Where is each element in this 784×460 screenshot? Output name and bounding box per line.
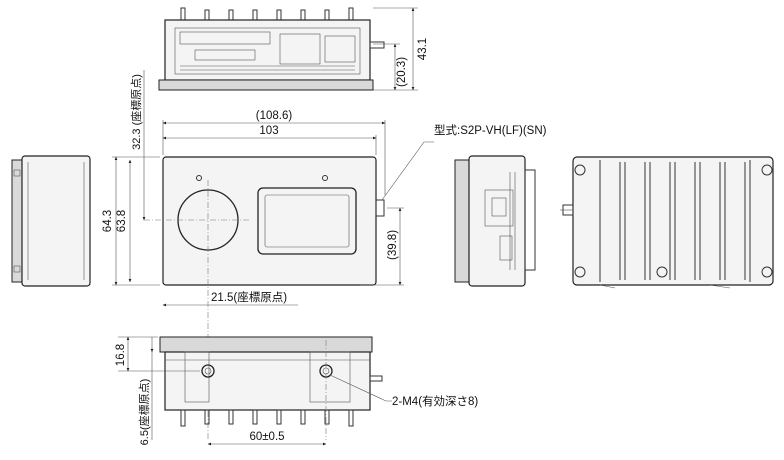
front-view: (108.6) 103 64.3 63.8 32.3 (座標原点) (39.8)…: [102, 70, 547, 440]
dim-20-3: (20.3): [396, 57, 408, 87]
screw-left: [196, 175, 202, 181]
dim-108-6: (108.6): [256, 110, 293, 122]
callout-mount-holes: 2-M4(有効深さ8): [392, 394, 478, 408]
dim-103: 103: [259, 125, 278, 137]
callout-connector-model: 型式:S2P-VH(LF)(SN): [434, 123, 547, 137]
bottom-view: 16.8 6.5(座標原点) 60±0.5 2-M4(有効深さ8): [115, 336, 478, 446]
dim-21-5-origin: 21.5(座標原点): [211, 290, 287, 304]
right-side-view: [454, 155, 536, 287]
dim-43-1: 43.1: [417, 38, 429, 60]
connector-stub: [375, 199, 385, 217]
left-side-view: [11, 155, 91, 287]
top-view: 43.1 (20.3): [158, 7, 429, 91]
front-view-housing: [162, 156, 377, 286]
dim-32-3-origin: 32.3 (座標原点): [129, 74, 143, 150]
bottom-view-housing: [164, 351, 371, 411]
display-window: [257, 187, 357, 255]
screw-right: [322, 175, 328, 181]
bottom-view-baseplate: [159, 336, 373, 353]
dim-16-8: 16.8: [115, 344, 127, 366]
dim-hole-pitch: 60±0.5: [249, 431, 284, 443]
dim-64-3: 64.3: [102, 210, 114, 232]
dim-63-8: 63.8: [116, 210, 128, 232]
top-view-baseplate: [158, 79, 374, 91]
mount-hole-left: [201, 364, 215, 378]
rear-view: [560, 156, 774, 289]
dim-39-8: (39.8): [387, 230, 399, 260]
dim-6-5-origin: 6.5(座標原点): [137, 379, 151, 446]
